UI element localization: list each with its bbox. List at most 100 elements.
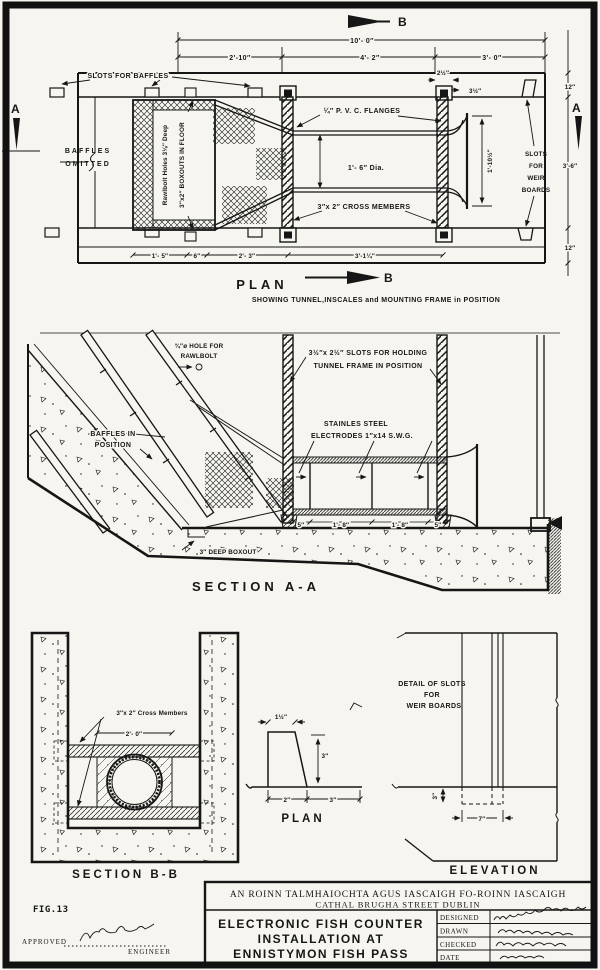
section-aa-view: [27, 329, 562, 594]
dim-e3: 1'- 8″: [392, 522, 409, 529]
approval-area: [64, 923, 168, 947]
plan-view: [2, 15, 582, 284]
label-baffles-omitted-1: BAFFLES: [65, 148, 111, 155]
label-electrodes-2: ELECTRODES 1″x14 S.W.G.: [311, 433, 413, 440]
bb-concrete-channel: [30, 631, 240, 864]
drawing-title-3: ENNISTYMON FISH PASS: [233, 947, 409, 961]
plan-top-dimensions: [175, 32, 548, 73]
label-rawlbolt-hole-2: RAWLBOLT: [181, 353, 218, 360]
elevation-title: ELEVATION: [449, 865, 540, 877]
dim-b4: 3'-1¼″: [355, 252, 375, 260]
label-bb-cross-members: 3″x 2″ Cross Members: [116, 710, 188, 717]
floor-concrete: [148, 528, 548, 590]
plan-subtitle: SHOWING TUNNEL,INSCALES and MOUNTING FRA…: [252, 297, 500, 304]
dim-b3: 2'- 3″: [239, 253, 256, 260]
marker-a-label: A: [572, 101, 581, 115]
dim-d3: 3'- 0″: [482, 55, 502, 62]
row-date: DATE: [440, 954, 460, 962]
bank-concrete: [28, 350, 182, 556]
elevation-dashed-slot: [461, 787, 504, 805]
drawn-signature: [497, 929, 574, 936]
section-bb-title: SECTION B-B: [72, 869, 180, 881]
post-slot-dims: [428, 77, 460, 93]
inscale-frame: [132, 87, 216, 242]
marker-a-label: A: [11, 102, 20, 116]
engineer-label: ENGINEER: [128, 948, 171, 956]
dim-slot-top: 1½″: [275, 713, 287, 721]
slot-profile: [267, 731, 308, 788]
label-baffles-omitted-2: OMITTED: [65, 161, 111, 168]
tunnel-dia-dim: [317, 115, 492, 207]
date-signature: [499, 955, 545, 960]
dim-e4: 5″: [435, 522, 442, 529]
label-detail-slots-3: WEIR BOARDS: [407, 703, 462, 710]
weir-board-slots: [517, 79, 537, 241]
dim-e1: 5″: [298, 522, 305, 529]
baffle-slots: [44, 87, 263, 238]
dim-slot-depth: 3″: [322, 753, 329, 760]
dim-elev-7: 7″: [479, 816, 486, 823]
section-arrow-a-icon: [13, 118, 20, 150]
dim-b2: 6″: [194, 253, 201, 260]
bb-tunnel-pipe: [106, 753, 163, 811]
label-cross-members: 3″x 2″ CROSS MEMBERS: [318, 204, 411, 211]
section-marker-a-right: [575, 116, 582, 150]
org-line-1: AN ROINN TALMHAIOCHTA AGUS IASCAIGH FO-R…: [230, 890, 566, 900]
ground-arrow-icon: [548, 516, 562, 530]
inscale-funnel: [213, 99, 294, 231]
bb-dims-leaders: [77, 716, 175, 807]
elevation-dims: [440, 788, 513, 822]
label-boxouts-floor: 3″x2″ BOXOUTS IN FLOOR: [179, 122, 186, 208]
label-baffles-position-1: BAFFLES IN: [90, 431, 135, 438]
dim-overall: 10'- 0″: [350, 38, 374, 45]
row-designed: DESIGNED: [440, 914, 479, 922]
marker-b-label: B: [384, 271, 393, 285]
label-detail-slots-2: FOR: [424, 692, 440, 699]
label-rawlbolt-holes: Rawlbolt Holes 3⅛″ Deep: [162, 125, 169, 205]
section-marker-b-bottom: [305, 271, 380, 284]
dim-mouth: 1'-10½″: [486, 149, 494, 173]
slot-plan-detail: [245, 702, 363, 803]
slot-dims: [258, 702, 363, 803]
section-arrow-a-icon: [575, 116, 582, 150]
dim-wall-bottom: 12″: [565, 245, 576, 252]
dim-d2: 4'- 2″: [360, 55, 380, 62]
label-holding-slots-2: TUNNEL FRAME IN POSITION: [313, 363, 422, 370]
aa-right-frame-post: [436, 334, 448, 524]
approved-label: APPROVED: [22, 938, 67, 946]
label-deep-boxout: 3″ DEEP BOXOUT: [200, 549, 257, 556]
label-weir-2: FOR: [529, 163, 543, 170]
label-rawlbolt-hole-1: ¾″ø HOLE FOR: [175, 342, 224, 350]
fig-number: FIG.13: [33, 905, 69, 915]
elevation-slot-lines: [461, 633, 504, 787]
bank-outline: [27, 343, 190, 531]
dim-wall-top: 12″: [565, 84, 576, 91]
label-weir-4: BOARDS: [522, 187, 551, 194]
elevation-edges: [391, 633, 559, 862]
plan-leaders: [61, 76, 535, 227]
section-bb-view: [30, 631, 240, 864]
label-pvc-flanges: ¼″ P. V. C. FLANGES: [324, 107, 401, 115]
drawing-title-2: INSTALLATION AT: [258, 932, 385, 946]
label-electrodes-1: STAINLES STEEL: [324, 421, 389, 428]
label-weir-1: SLOTS: [525, 151, 547, 158]
label-slots-for-baffles: SLOTS FOR BAFFLES: [87, 73, 168, 80]
row-drawn: DRAWN: [440, 928, 468, 936]
dim-tunnel-dia: 1'- 6″ Dia.: [348, 165, 384, 172]
dim-channel-width: 3'-6″: [563, 163, 578, 170]
section-flag-b-icon: [347, 271, 380, 284]
dim-slot-w1: 2″: [284, 797, 291, 804]
dim-slot-offset: 3½″: [469, 87, 481, 95]
org-line-2: CATHAL BRUGHA STREET DUBLIN: [315, 900, 480, 910]
slot-plan-title: PLAN: [281, 813, 324, 825]
drawing-title-1: ELECTRONIC FISH COUNTER: [218, 917, 424, 931]
dim-bb-width: 2'- 0″: [126, 731, 143, 738]
designed-signature: [493, 906, 587, 921]
section-aa-title: SECTION A-A: [192, 579, 320, 594]
aa-right-wall: [530, 335, 551, 532]
section-marker-b-top: [348, 15, 390, 28]
dim-b1: 1'- 5″: [152, 253, 169, 260]
plan-right-dims: [565, 30, 571, 276]
